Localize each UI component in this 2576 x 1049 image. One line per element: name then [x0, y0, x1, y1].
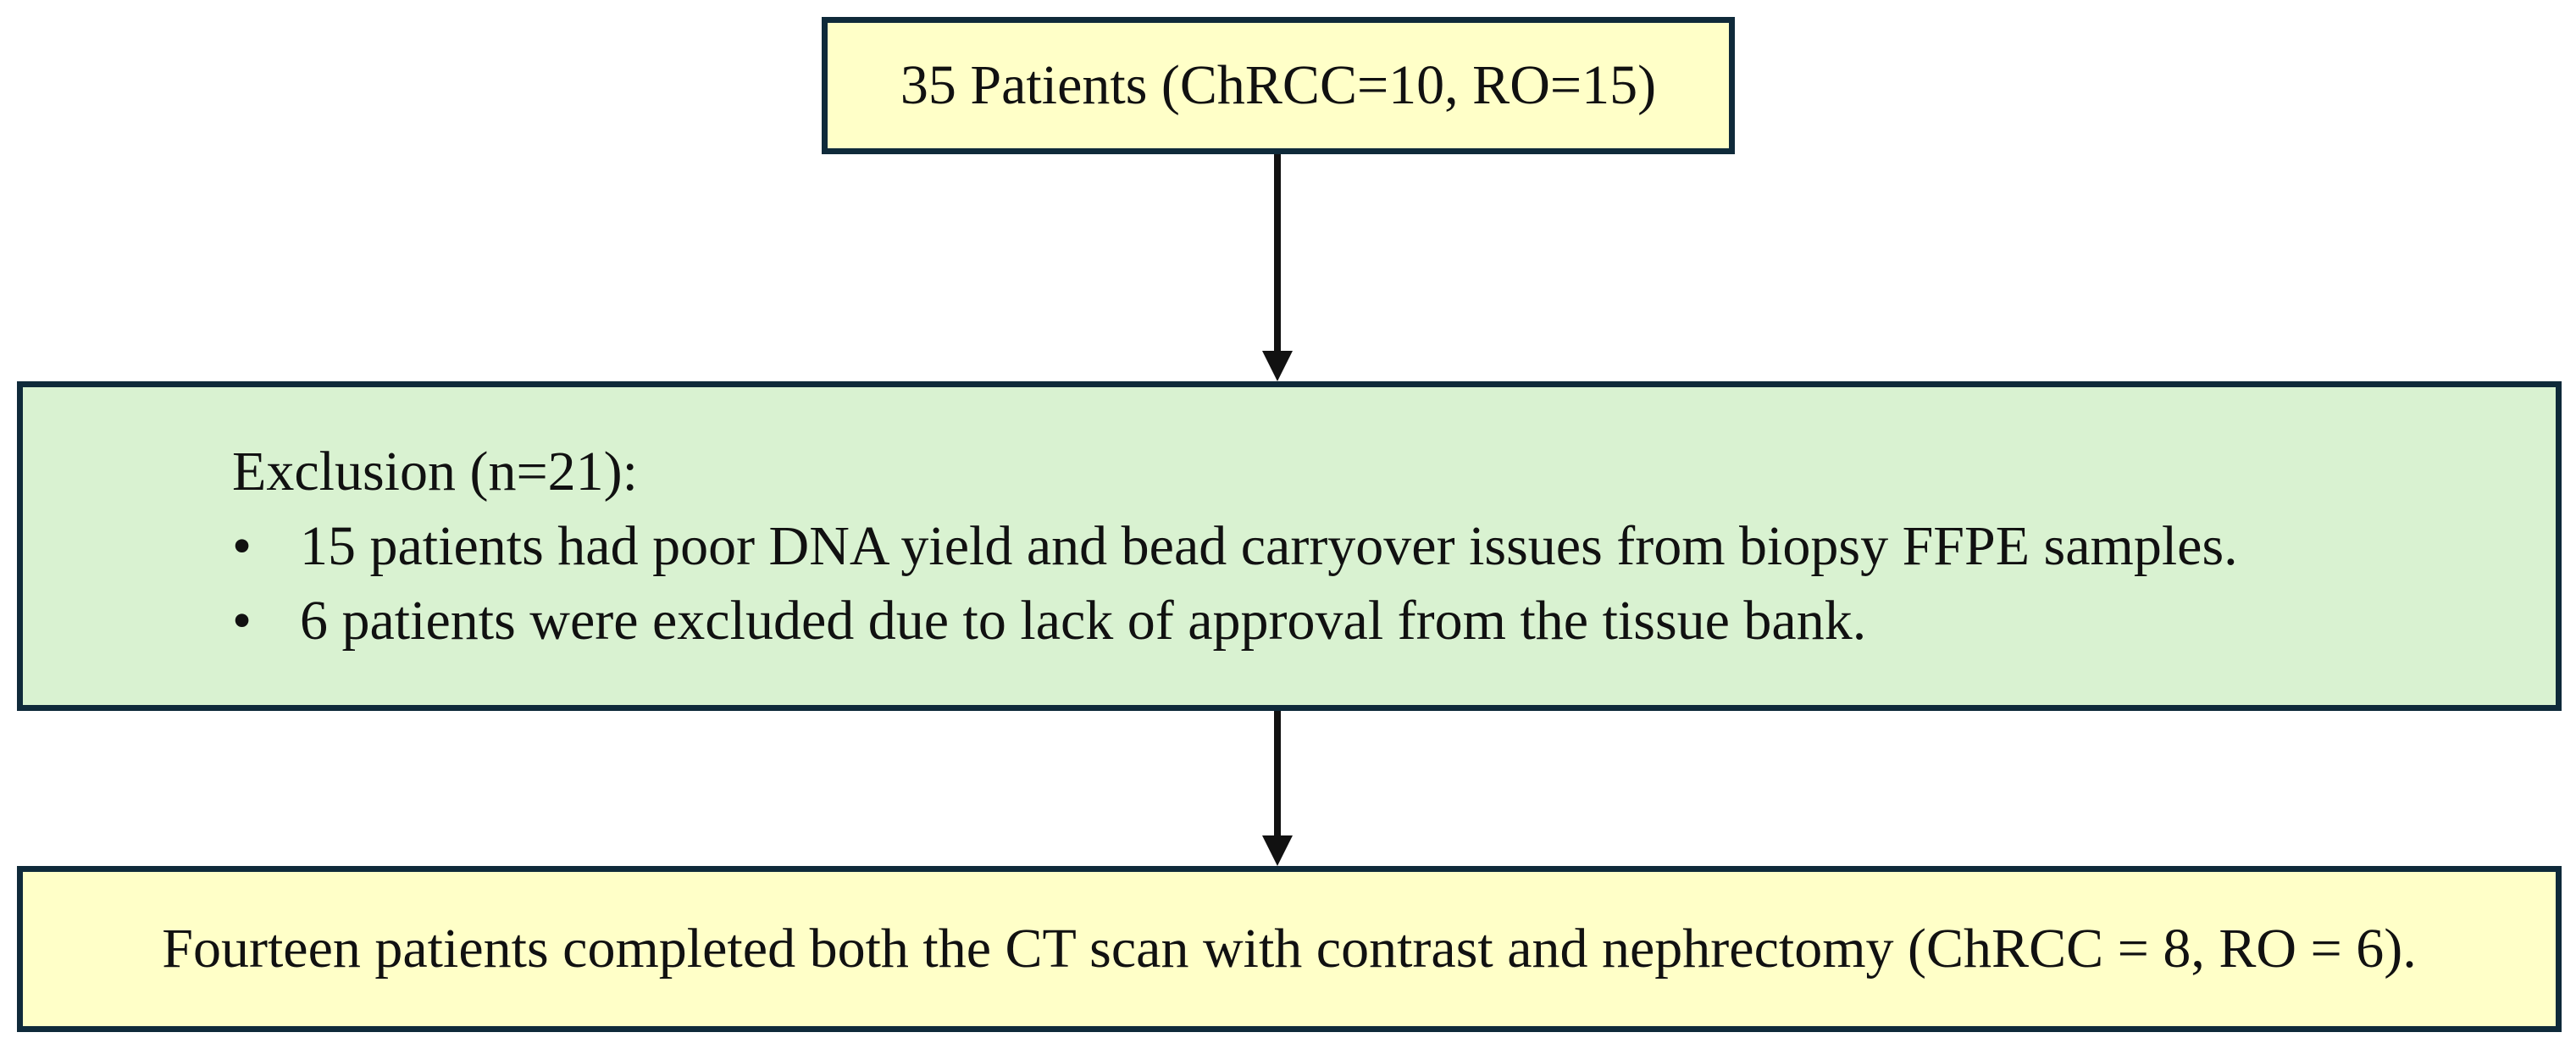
bullet-icon: •	[232, 590, 252, 652]
arrow-exclusion-to-bottom	[1262, 711, 1293, 866]
final-cohort-text: Fourteen patients completed both the CT …	[162, 918, 2417, 980]
exclusion-box: Exclusion (n=21): • 15 patients had poor…	[17, 381, 2562, 711]
exclusion-heading: Exclusion (n=21):	[232, 441, 638, 502]
total-patients-box: 35 Patients (ChRCC=10, RO=15)	[822, 17, 1735, 154]
bullet-icon: •	[232, 515, 252, 577]
exclusion-item: • 6 patients were excluded due to lack o…	[232, 593, 1866, 649]
final-cohort-box: Fourteen patients completed both the CT …	[17, 866, 2562, 1032]
exclusion-item-text: 6 patients were excluded due to lack of …	[300, 590, 1867, 652]
arrow-top-to-exclusion	[1262, 154, 1293, 381]
exclusion-item: • 15 patients had poor DNA yield and bea…	[232, 519, 2238, 574]
exclusion-item-text: 15 patients had poor DNA yield and bead …	[300, 515, 2238, 577]
total-patients-text: 35 Patients (ChRCC=10, RO=15)	[900, 54, 1657, 116]
